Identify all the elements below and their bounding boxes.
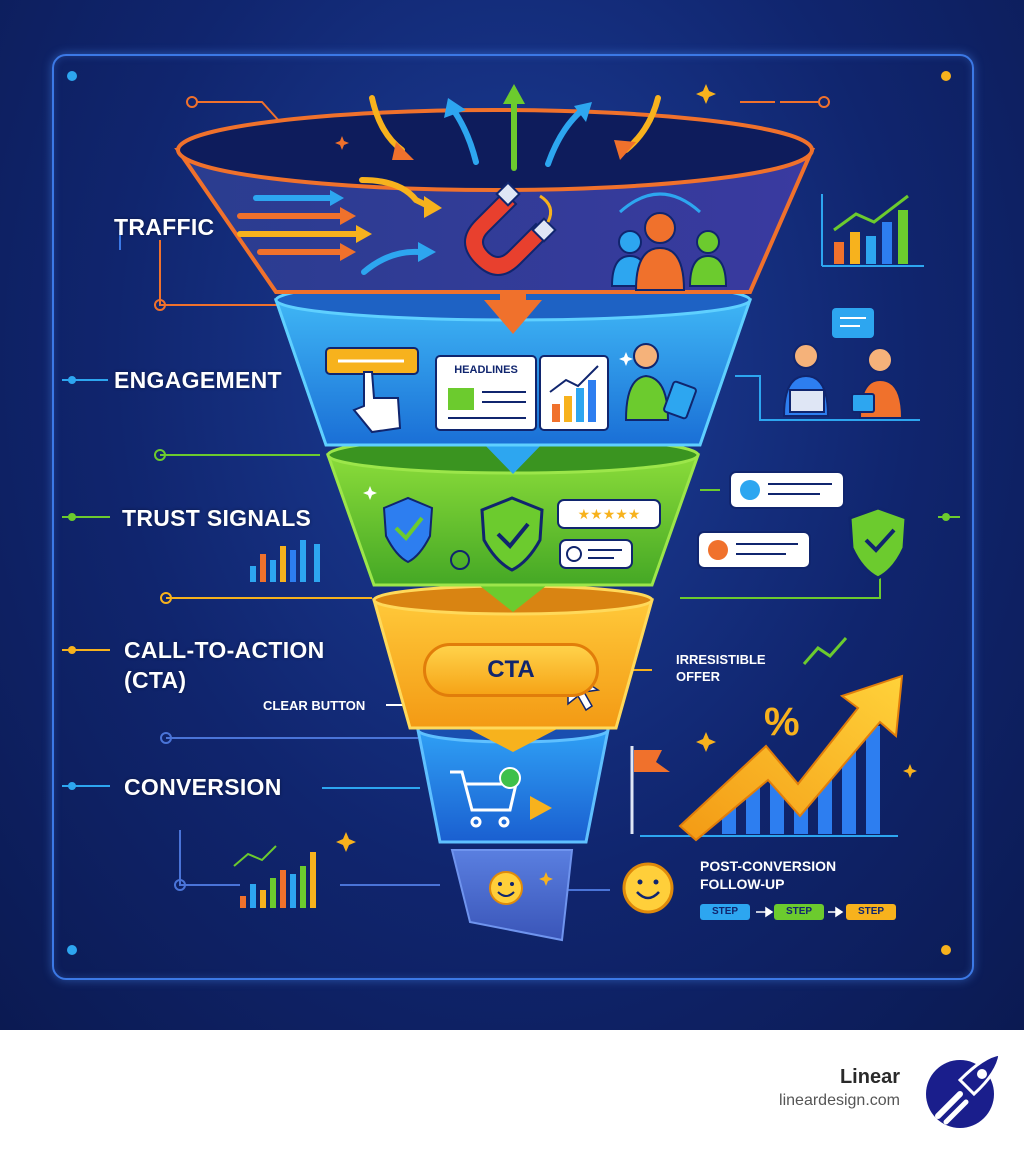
shield-check-icon (480, 496, 544, 572)
small-bar-chart-icon (250, 540, 320, 582)
down-arrow-icon (480, 424, 546, 474)
step-arrows (756, 906, 844, 918)
mini-chart-icon (233, 845, 316, 908)
reader-person-icon (624, 343, 697, 421)
smiley-icon (489, 871, 523, 905)
post-conversion-label: POST-CONVERSION (700, 858, 837, 874)
funnel-stage-traffic (174, 84, 816, 294)
step-badge-2: STEP (774, 904, 824, 920)
diagram-frame (52, 54, 974, 980)
shield-check-icon (848, 506, 908, 580)
irresistible-label: IRRESISTIBLE (676, 652, 766, 667)
stage-label-traffic: TRAFFIC (114, 214, 215, 240)
flag-icon (630, 746, 670, 834)
svg-text:★★★★★: ★★★★★ (578, 507, 641, 523)
down-arrow-icon (484, 272, 542, 334)
brand-url: lineardesign.com (779, 1092, 900, 1109)
step-badge-3: STEP (846, 904, 896, 920)
post-conversion-smiley-icon (622, 862, 674, 914)
stage-label-conversion: CONVERSION (124, 774, 282, 800)
footer (0, 1030, 1024, 1154)
growth-arrow-icon (640, 674, 904, 842)
funnel-stage-post-conversion (450, 849, 574, 942)
funnel-stage-trust: ★★★★★ (325, 424, 701, 587)
incoming-arrows (237, 84, 661, 275)
clear-button-label: CLEAR BUTTON (263, 698, 366, 713)
stage-label-cta-abbrev: (CTA) (124, 667, 187, 693)
funnel-stage-engagement (273, 272, 753, 447)
shield-check-icon (382, 496, 434, 564)
brand-name: Linear (839, 1066, 900, 1088)
percent-sign: % (764, 700, 800, 744)
trend-line-icon (802, 637, 848, 665)
headlines-tag: HEADLINES (440, 361, 532, 379)
cta-button: CTA (423, 643, 599, 697)
growth-chart-icon (821, 194, 924, 267)
review-bubble-icon (559, 539, 633, 569)
hand-pointer-icon (352, 371, 402, 434)
circuit-lines (62, 71, 960, 955)
testimonial-bubbles-icon (697, 471, 845, 569)
stage-label-trust-signals: TRUST SIGNALS (122, 505, 312, 531)
funnel-diagram: ★★★★★ (62, 71, 960, 955)
magnet-icon (464, 181, 557, 276)
offer-label: OFFER (676, 669, 721, 684)
rocket-logo-icon (926, 1052, 1002, 1128)
people-icon (610, 212, 728, 291)
stage-label-engagement: ENGAGEMENT (114, 367, 282, 393)
stage-label-cta: CALL-TO-ACTION (124, 637, 325, 663)
review-stars-icon: ★★★★★ (557, 499, 661, 529)
readers-icon (782, 308, 904, 419)
infographic-canvas: ★★★★★ (0, 0, 1024, 1030)
sparkle-icons (335, 84, 917, 886)
step-badge-1: STEP (700, 904, 750, 920)
follow-up-label: FOLLOW-UP (700, 876, 785, 892)
